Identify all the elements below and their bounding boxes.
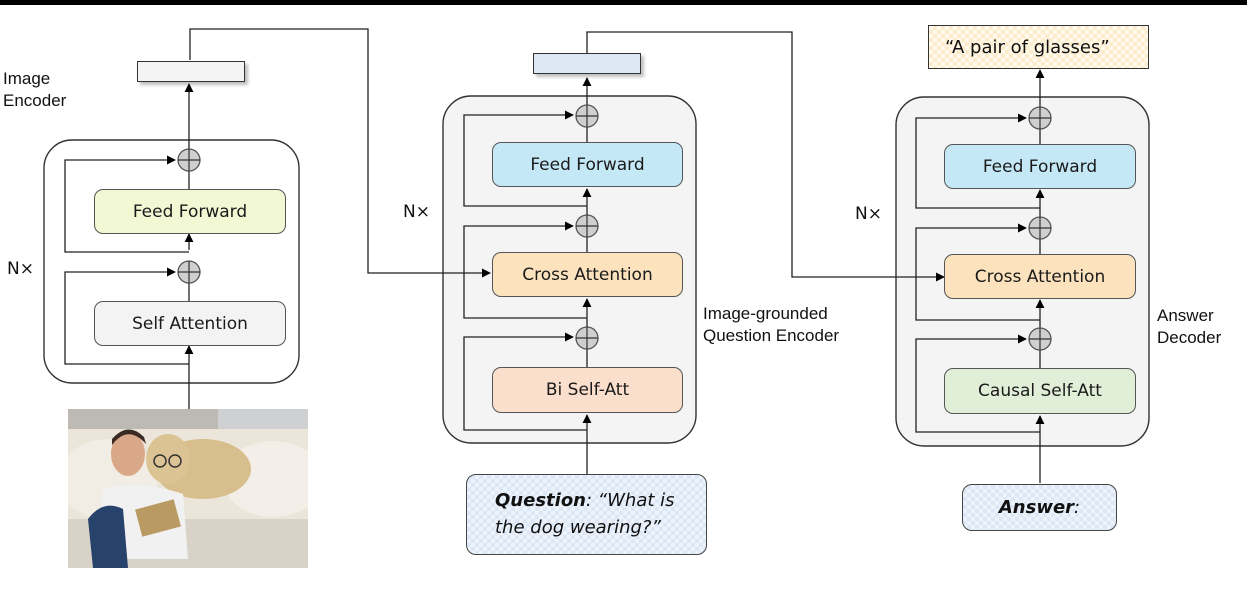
add-icon	[575, 214, 599, 238]
answer-prefix: Answer	[998, 497, 1075, 518]
image-feed-forward-block: Feed Forward	[94, 189, 286, 234]
question-bi-self-att-block: Bi Self-Att	[492, 367, 683, 413]
add-icon	[1028, 216, 1052, 240]
man-head	[111, 432, 145, 476]
answer-causal-self-att-block: Causal Self-Att	[944, 368, 1136, 414]
question-prefix: Question	[495, 490, 586, 511]
answer-feed-forward-block: Feed Forward	[944, 144, 1136, 189]
add-icon	[1028, 106, 1052, 130]
question-encoder-connectors	[463, 31, 945, 474]
top-border	[0, 0, 1247, 5]
dog-head	[146, 434, 190, 484]
answer-decoder-repeat: N×	[855, 204, 882, 224]
label-line: Image-grounded	[703, 304, 828, 323]
question-input-box: Question: “What is the dog wearing?”	[466, 474, 707, 555]
label-line: Image	[3, 69, 51, 88]
photo-illustration	[68, 409, 308, 568]
add-icon	[575, 104, 599, 128]
question-line-1: Question: “What is	[495, 487, 706, 514]
add-icon	[575, 326, 599, 350]
image-self-attention-block: Self Attention	[94, 301, 286, 346]
add-icon	[177, 148, 201, 172]
add-icon	[177, 260, 201, 284]
answer-input-box: Answer:	[962, 484, 1117, 531]
image-encoder-repeat: N×	[7, 259, 34, 279]
question-encoder-label: Image-grounded Question Encoder	[703, 303, 839, 347]
label-line: Question Encoder	[703, 326, 840, 345]
image-embedding-token	[137, 61, 245, 82]
answer-output-text: “A pair of glasses”	[945, 36, 1110, 58]
label-line: Decoder	[1157, 328, 1222, 347]
add-icon	[1028, 327, 1052, 351]
add-icons	[177, 104, 1052, 351]
question-text-2: the dog wearing?”	[495, 517, 661, 538]
label-line: Answer	[1157, 306, 1214, 325]
answer-output-box: “A pair of glasses”	[928, 25, 1149, 69]
book	[135, 499, 181, 537]
question-feed-forward-block: Feed Forward	[492, 142, 683, 187]
label-line: Encoder	[3, 91, 67, 110]
question-text-1: : “What is	[586, 490, 675, 511]
answer-cross-attention-block: Cross Attention	[944, 254, 1136, 299]
answer-decoder-label: Answer Decoder	[1157, 305, 1221, 349]
image-encoder-container	[43, 139, 300, 384]
question-embedding-token	[533, 53, 641, 74]
input-photo	[68, 409, 308, 568]
image-encoder-label: Image Encoder	[3, 68, 66, 112]
question-encoder-repeat: N×	[403, 202, 430, 222]
answer-suffix: :	[1074, 497, 1081, 518]
question-cross-attention-block: Cross Attention	[492, 252, 683, 297]
